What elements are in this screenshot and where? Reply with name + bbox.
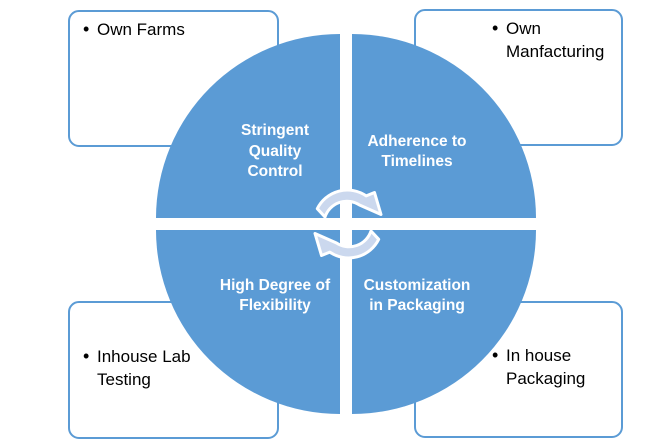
bullet-marker: • xyxy=(83,345,90,366)
bullet-item: • Inhouse Lab Testing xyxy=(83,345,191,391)
callout-text-in-house-packaging: In house Packaging xyxy=(506,346,586,388)
cycle-arrows-icon xyxy=(313,188,383,260)
bullet-item: • In house Packaging xyxy=(492,344,585,390)
bullet-item: • Own Manfacturing xyxy=(492,17,617,63)
bullet-marker: • xyxy=(83,19,90,39)
bullet-item: • Own Farms xyxy=(83,18,271,41)
bullet-marker: • xyxy=(492,345,499,365)
bullet-marker: • xyxy=(492,18,499,38)
cycle-circle: Stringent Quality Control Adherence to T… xyxy=(156,34,536,414)
callout-text-own-manufacturing: Own Manfacturing xyxy=(506,19,605,61)
callout-text-inhouse-lab-testing: Inhouse Lab Testing xyxy=(97,346,191,389)
callout-text-own-farms: Own Farms xyxy=(97,20,185,39)
